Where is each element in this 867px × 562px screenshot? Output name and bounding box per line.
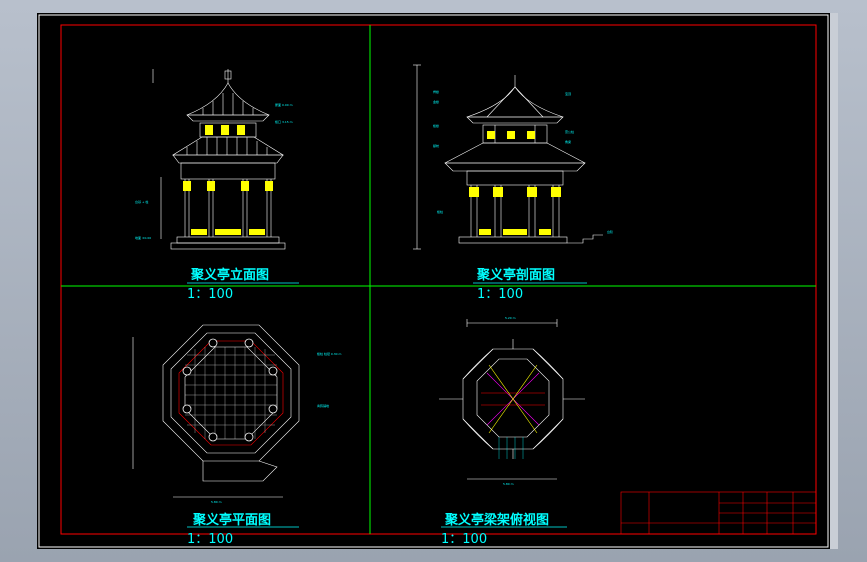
plan-columns	[182, 338, 278, 442]
svg-text:宝顶: 宝顶	[565, 91, 571, 96]
plan-drawing	[132, 324, 300, 498]
section-title: 聚义亭剖面图	[476, 267, 555, 283]
section-yellow-panels	[469, 131, 561, 235]
title-block	[620, 491, 817, 535]
svg-text:金檩: 金檩	[433, 99, 439, 104]
svg-text:5.80 m: 5.80 m	[503, 482, 514, 486]
svg-text:檐柱: 檐柱	[437, 209, 443, 214]
svg-text:雷公柱: 雷公柱	[565, 129, 574, 134]
elevation-drawing	[152, 69, 286, 250]
plan-annotations: 檐柱 柱径 0.30 m 青砖铺地 5.80 m	[211, 351, 342, 504]
beam-frame-annotations: 5.20 m 5.80 m	[503, 316, 516, 486]
outer-frame	[38, 14, 829, 548]
cad-viewport[interactable]: 屋面 0.00 m 檐口 3.15 m 台基 + 柱 地面 ±0.00 聚义亭立…	[37, 13, 830, 549]
section-scale: 1：100	[477, 287, 523, 302]
plan-scale: 1：100	[187, 532, 233, 547]
svg-text:台阶: 台阶	[607, 229, 613, 234]
svg-text:檐檩: 檐檩	[433, 123, 439, 128]
beam-frame-scale: 1：100	[441, 532, 487, 547]
svg-text:檐柱 柱径 0.30 m: 檐柱 柱径 0.30 m	[317, 351, 342, 356]
section-drawing	[413, 64, 603, 250]
svg-text:檐口 3.15 m: 檐口 3.15 m	[275, 119, 293, 124]
elevation-title: 聚义亭立面图	[190, 267, 269, 283]
svg-text:地面 ±0.00: 地面 ±0.00	[135, 235, 151, 240]
beam-frame-drawing	[439, 319, 585, 480]
plan-title: 聚义亭平面图	[192, 512, 271, 528]
elevation-annotations: 屋面 0.00 m 檐口 3.15 m 台基 + 柱 地面 ±0.00	[135, 102, 293, 240]
drawing-canvas: 屋面 0.00 m 檐口 3.15 m 台基 + 柱 地面 ±0.00 聚义亭立…	[38, 14, 829, 548]
svg-text:脊檩: 脊檩	[433, 89, 439, 94]
beam-frame-title: 聚义亭梁架俯视图	[444, 512, 549, 528]
svg-text:屋面 0.00 m: 屋面 0.00 m	[275, 102, 293, 107]
drawing-border	[60, 24, 817, 535]
svg-text:青砖铺地: 青砖铺地	[317, 403, 329, 408]
svg-text:额枋: 额枋	[433, 143, 439, 148]
svg-text:5.80 m: 5.80 m	[211, 500, 222, 504]
vertical-scrollbar[interactable]	[830, 13, 838, 549]
elevation-scale: 1：100	[187, 287, 233, 302]
elevation-yellow-panels	[183, 125, 273, 235]
svg-text:5.20 m: 5.20 m	[505, 316, 516, 320]
svg-text:台基 + 柱: 台基 + 柱	[135, 199, 148, 204]
svg-text:角梁: 角梁	[565, 139, 571, 144]
section-annotations: 脊檩 金檩 檐檩 额枋 宝顶 雷公柱 角梁 檐柱 台阶	[433, 89, 613, 234]
